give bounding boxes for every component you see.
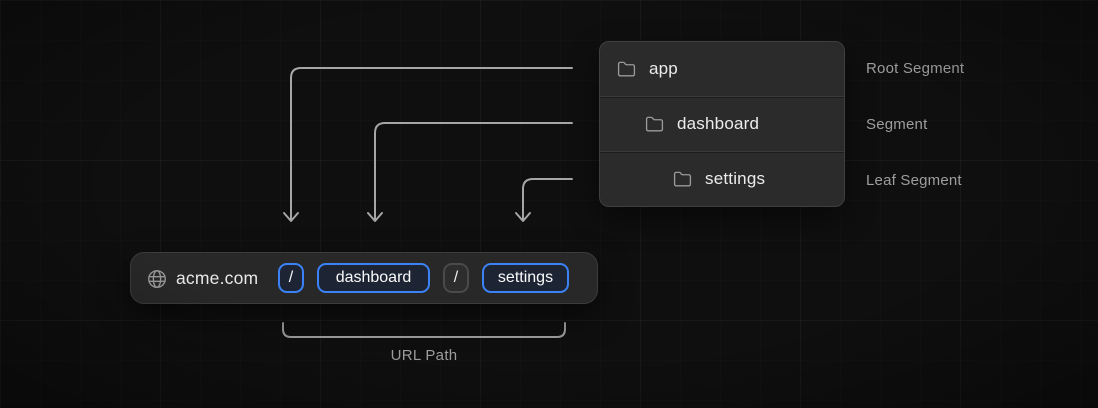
folder-label-dashboard: dashboard [677, 114, 760, 133]
folder-structure-panel: app dashboard settings [599, 41, 845, 207]
arrow-dashboard-to-segment [374, 122, 573, 221]
annotation-root-segment: Root Segment [866, 60, 965, 77]
arrow-app-to-root-segment [290, 67, 573, 221]
url-path-bracket [282, 322, 566, 338]
arrow-settings-arrowhead [515, 212, 531, 222]
folder-row-app: app [600, 42, 844, 96]
folder-label-settings: settings [705, 169, 766, 188]
url-segment-dashboard: dashboard [317, 263, 430, 293]
url-bar: acme.com / dashboard / settings [130, 252, 598, 304]
folder-icon [673, 171, 692, 187]
annotation-leaf-segment: Leaf Segment [866, 172, 962, 189]
arrow-dashboard-arrowhead [367, 212, 383, 222]
arrow-app-arrowhead [283, 212, 299, 222]
url-segment-slash-2: / [443, 263, 469, 293]
folder-icon [617, 61, 636, 77]
folder-label-app: app [649, 59, 678, 78]
url-segment-settings: settings [482, 263, 569, 293]
annotation-segment: Segment [866, 116, 928, 133]
url-segment-slash-1: / [278, 263, 304, 293]
folder-row-settings: settings [600, 151, 844, 206]
globe-icon [148, 270, 166, 288]
arrow-settings-to-leaf [522, 178, 573, 221]
folder-row-dashboard: dashboard [600, 96, 844, 151]
folder-icon [645, 116, 664, 132]
url-domain: acme.com [176, 268, 259, 288]
url-path-label: URL Path [390, 347, 458, 364]
